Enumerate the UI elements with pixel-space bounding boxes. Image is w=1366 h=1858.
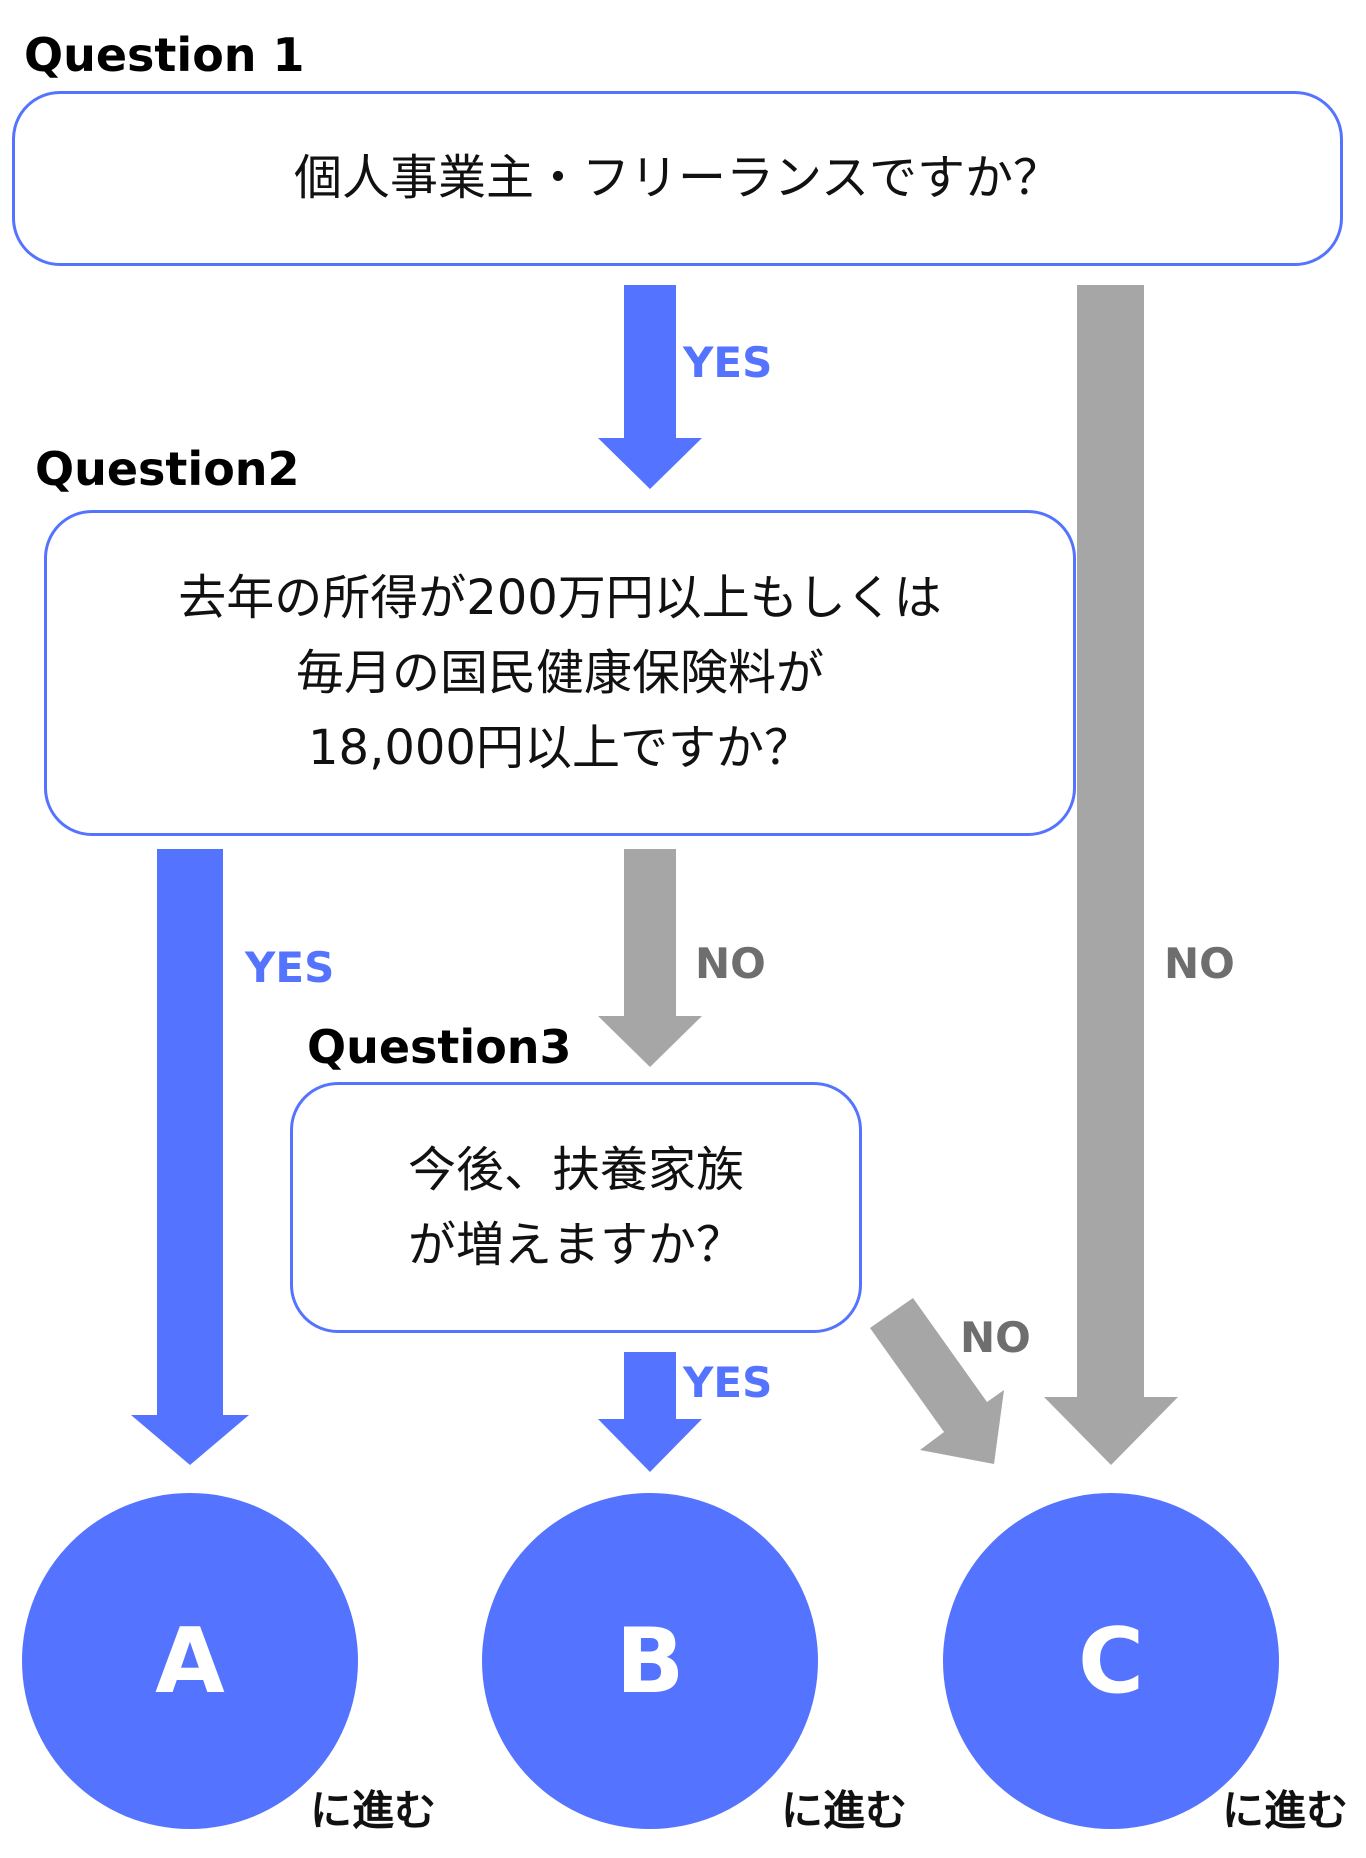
question2-line: 毎月の国民健康保険料が [295, 644, 824, 701]
q3-no-label: NO [960, 1313, 1031, 1362]
question3-line: 今後、扶養家族 [407, 1141, 744, 1198]
question3-box: 今後、扶養家族 が増えますか？ [290, 1082, 862, 1333]
question1-box: 個人事業主・フリーランスですか？ [12, 91, 1343, 266]
arrow-q1-no [1044, 285, 1178, 1465]
q1-no-label: NO [1164, 939, 1235, 988]
arrow-q2-yes [131, 849, 249, 1465]
question1-label: Question 1 [24, 28, 305, 82]
q3-yes-label: YES [683, 1358, 773, 1407]
q2-no-label: NO [695, 939, 766, 988]
question2-line: 18,000円以上ですか？ [308, 719, 812, 776]
result-a-letter: A [155, 1608, 225, 1714]
result-b-circle: B [482, 1493, 818, 1829]
result-a-circle: A [22, 1493, 358, 1829]
result-c-circle: C [943, 1493, 1279, 1829]
question3-label: Question3 [307, 1020, 572, 1074]
result-c-letter: C [1077, 1608, 1145, 1714]
arrow-q3-no [870, 1298, 1004, 1464]
arrow-q2-no [598, 849, 702, 1067]
q2-yes-label: YES [245, 943, 335, 992]
question2-box: 去年の所得が200万円以上もしくは 毎月の国民健康保険料が 18,000円以上で… [44, 510, 1076, 836]
arrow-q3-yes [598, 1352, 702, 1472]
result-a-suffix: に進む [310, 1786, 437, 1835]
arrow-q1-yes [598, 285, 702, 489]
result-b-letter: B [615, 1608, 685, 1714]
result-b-suffix: に進む [781, 1786, 908, 1835]
question1-text: 個人事業主・フリーランスですか？ [293, 150, 1062, 206]
question2-label: Question2 [35, 442, 300, 496]
q1-yes-label: YES [683, 338, 773, 387]
result-c-suffix: に進む [1222, 1786, 1349, 1835]
question2-line: 去年の所得が200万円以上もしくは [178, 569, 942, 626]
question3-line: が増えますか？ [407, 1216, 744, 1273]
